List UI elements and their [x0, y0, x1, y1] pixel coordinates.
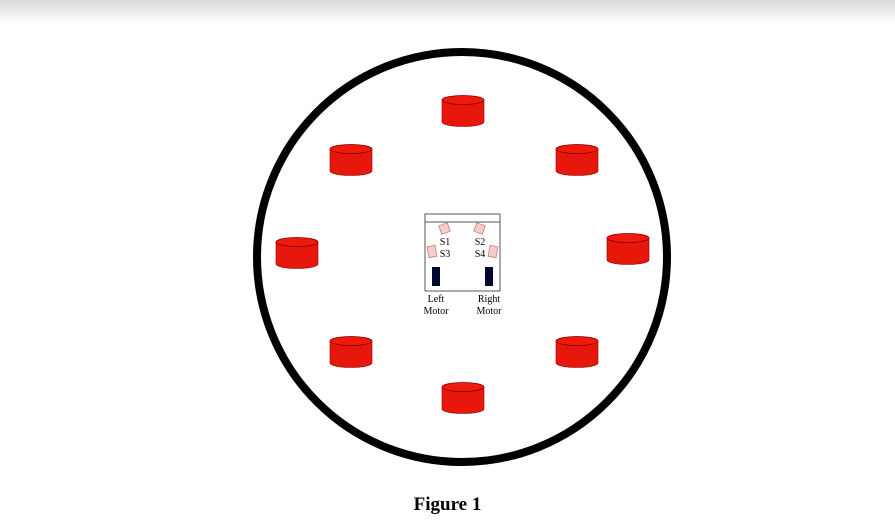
cylinder-body: [329, 340, 373, 368]
cylinder-top-cap: [441, 382, 485, 392]
cylinder-top-cap: [606, 233, 650, 243]
cylinder-bottom-left: [329, 336, 373, 368]
figure-caption: Figure 1: [413, 494, 482, 515]
cylinder-top-cap: [555, 144, 599, 154]
sensor-s4-label: S4: [475, 249, 486, 260]
cylinder-left: [275, 237, 319, 269]
sensor-s1-label: S1: [440, 237, 451, 248]
sensor-s4-block: [487, 244, 499, 259]
cylinder-top-cap: [441, 95, 485, 105]
arena-boundary: [253, 48, 671, 466]
cylinder-body: [329, 148, 373, 176]
cylinder-top-right: [555, 144, 599, 176]
left-motor-label-line2: Motor: [424, 306, 450, 317]
cylinder-body: [441, 99, 485, 127]
robot: S1 S2 S3 S4: [424, 213, 501, 292]
sensor-s3-block: [426, 244, 438, 259]
cylinder-body: [441, 386, 485, 414]
cylinder-top-cap: [555, 336, 599, 346]
top-gradient-bar: [0, 0, 895, 24]
sensor-s1-block: [438, 222, 451, 235]
cylinder-bottom: [441, 382, 485, 414]
cylinder-body: [275, 241, 319, 269]
cylinder-bottom-right: [555, 336, 599, 368]
cylinder-body: [555, 340, 599, 368]
arena-diagram: S1 S2 S3 S4 Left Motor Right Motor: [253, 48, 671, 466]
cylinder-body: [606, 237, 650, 265]
right-motor-label-line2: Motor: [477, 306, 503, 317]
cylinder-top-cap: [275, 237, 319, 247]
cylinder-top-cap: [329, 336, 373, 346]
cylinder-top: [441, 95, 485, 127]
left-motor-label-line1: Left: [428, 294, 445, 305]
sensor-s2-block: [473, 222, 486, 235]
cylinder-top-left: [329, 144, 373, 176]
left-motor: [432, 267, 440, 286]
sensor-s2-label: S2: [475, 237, 486, 248]
cylinder-right: [606, 233, 650, 265]
sensor-s3-label: S3: [440, 249, 451, 260]
cylinder-body: [555, 148, 599, 176]
right-motor-label-line1: Right: [478, 294, 500, 305]
obstacle-group: [275, 95, 650, 414]
right-motor: [485, 267, 493, 286]
cylinder-top-cap: [329, 144, 373, 154]
